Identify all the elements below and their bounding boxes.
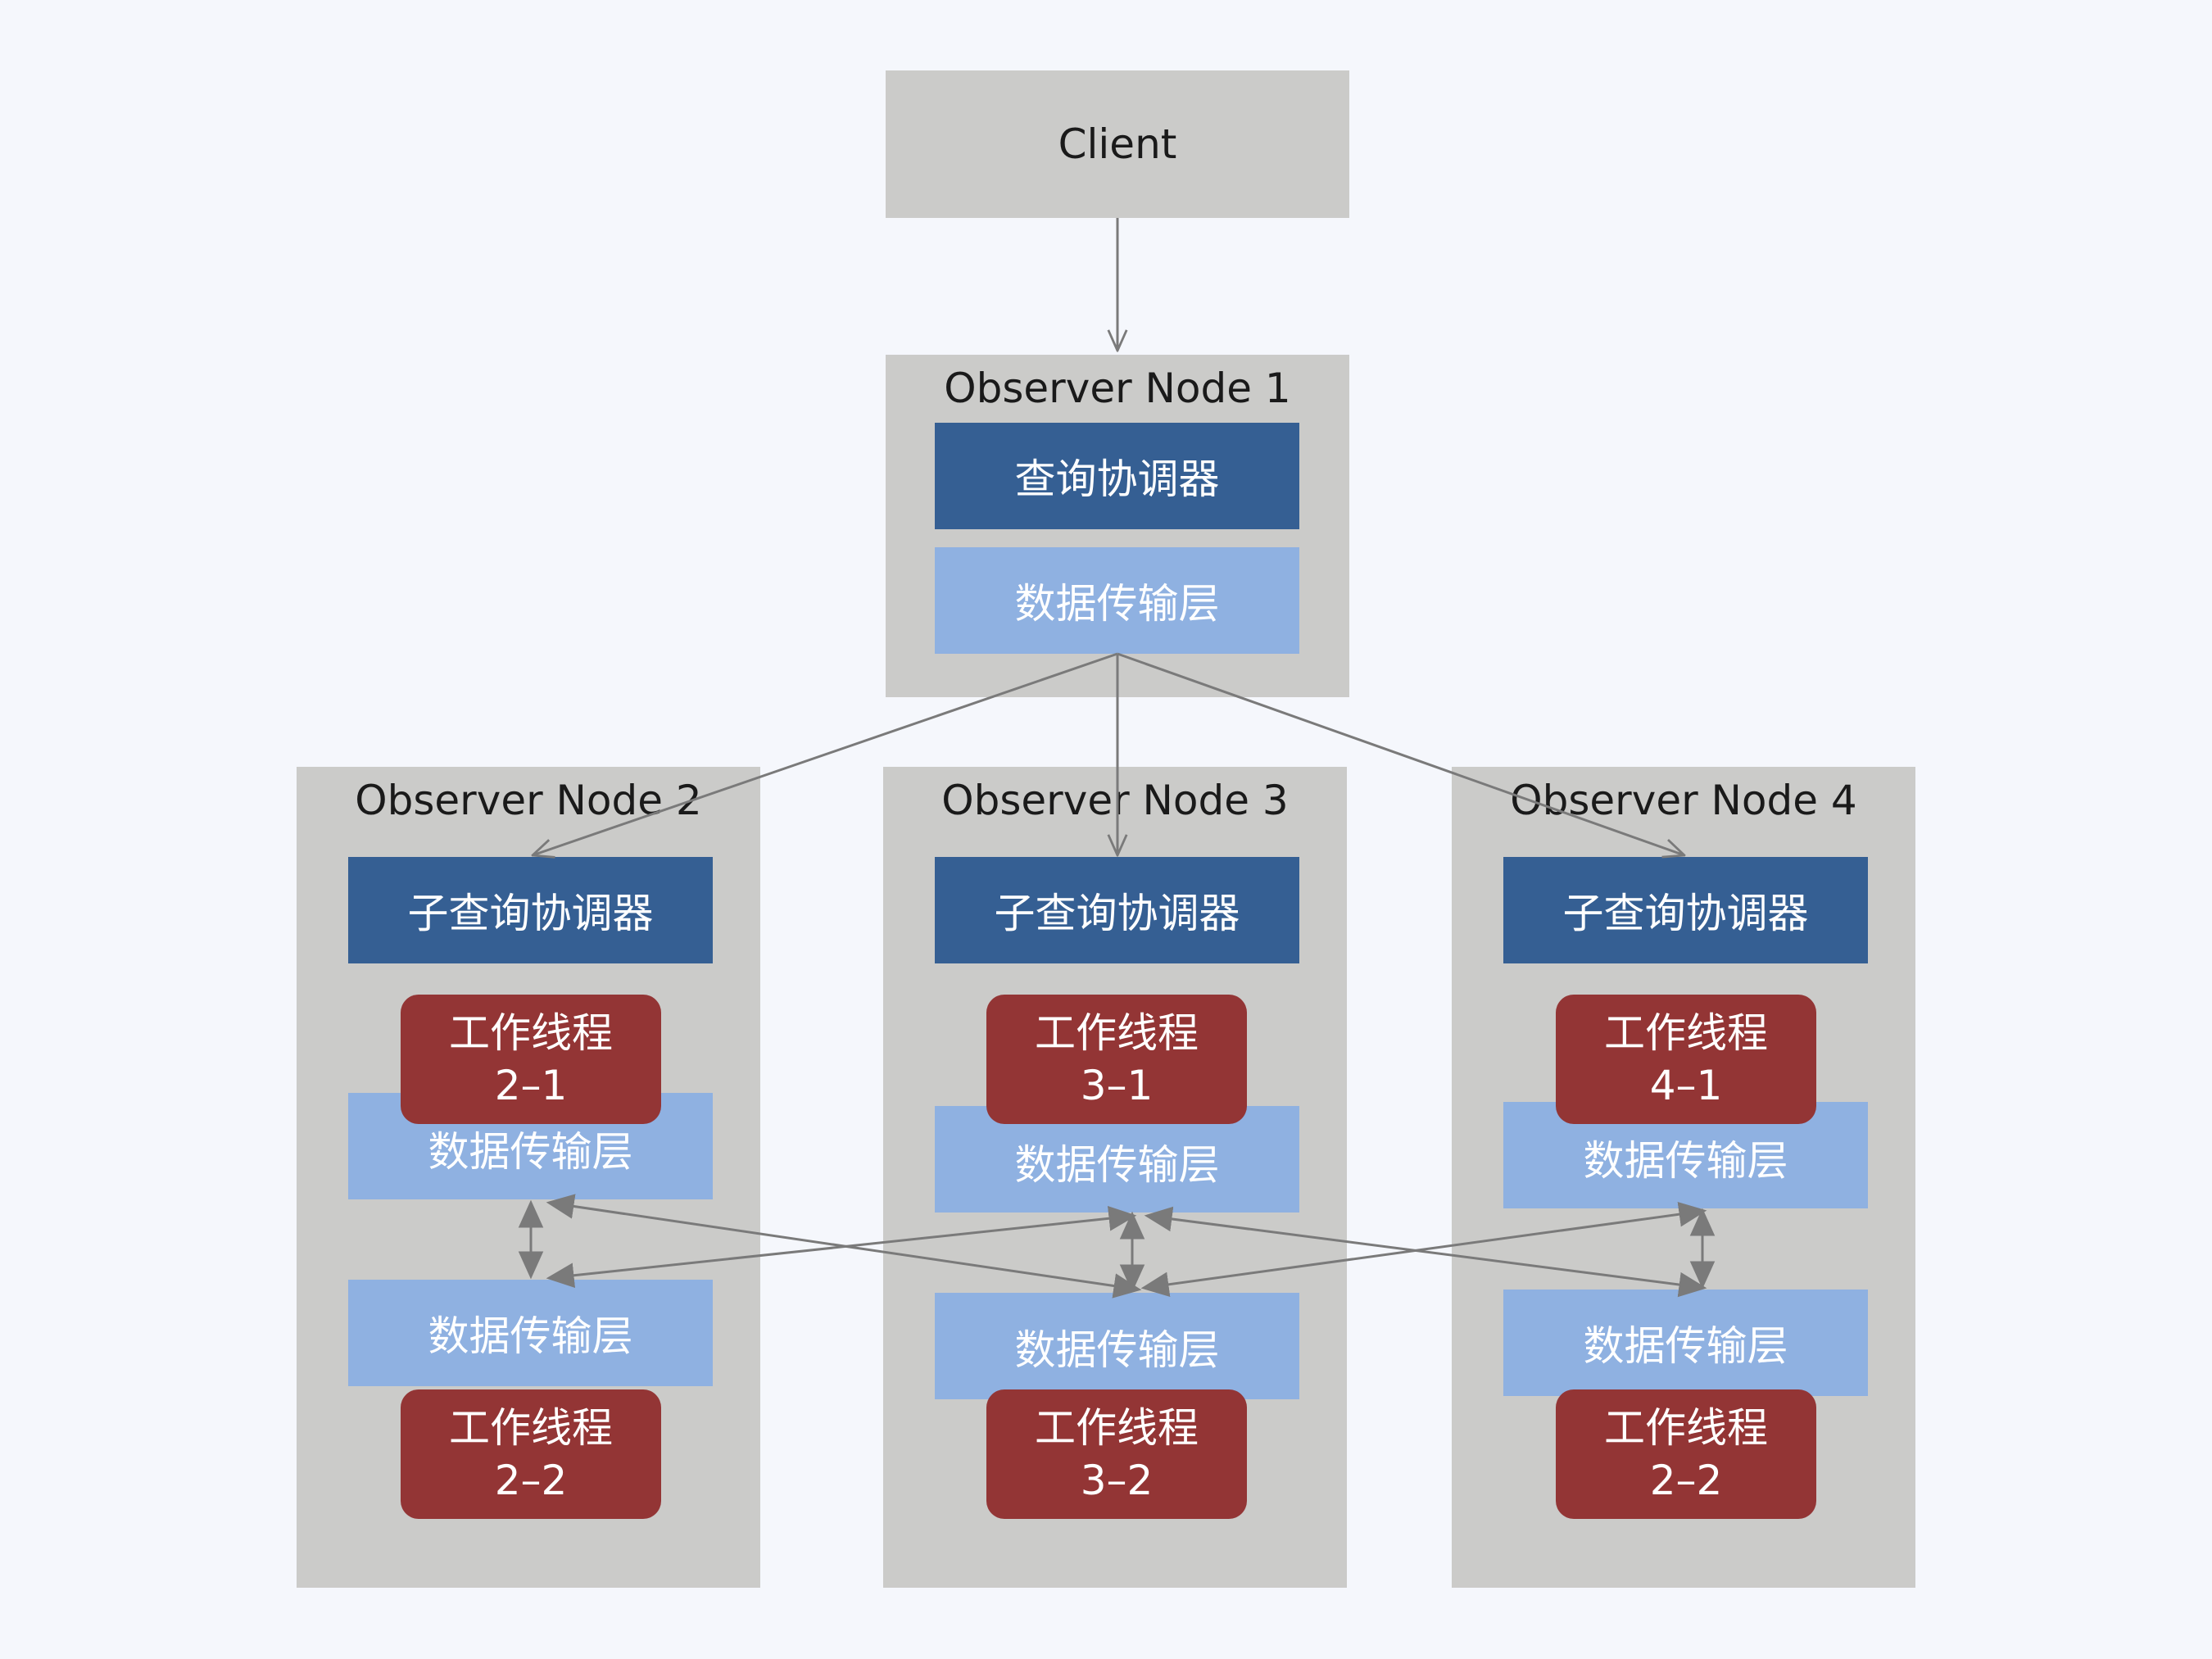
worker-thread-id: 2–2 [1649, 1457, 1723, 1504]
worker-thread[interactable]: 工作线程 2–2 [401, 1389, 661, 1519]
node-title: Observer Node 3 [941, 777, 1289, 824]
query-coordinator-label: 查询协调器 [1014, 456, 1220, 503]
client-box[interactable]: Client [886, 70, 1349, 218]
worker-thread-id: 2–2 [494, 1457, 568, 1504]
worker-thread-id: 2–1 [494, 1062, 568, 1109]
query-coordinator[interactable]: 查询协调器 [935, 423, 1299, 529]
worker-thread-label: 工作线程 [1604, 1009, 1768, 1057]
sub-query-coordinator[interactable]: 子查询协调器 [935, 857, 1299, 963]
sub-query-coordinator[interactable]: 子查询协调器 [348, 857, 713, 963]
sub-query-coordinator-label: 子查询协调器 [407, 890, 654, 937]
data-transport-layer[interactable]: 数据传输层 [935, 1293, 1299, 1399]
worker-thread-id: 4–1 [1649, 1062, 1723, 1109]
worker-thread[interactable]: 工作线程 2–2 [1556, 1389, 1816, 1519]
node-title: Observer Node 4 [1510, 777, 1857, 824]
sub-query-coordinator-label: 子查询协调器 [1562, 890, 1809, 937]
worker-thread-label: 工作线程 [449, 1009, 613, 1057]
data-transport-layer-label: 数据传输层 [1583, 1322, 1788, 1370]
node-title: Observer Node 2 [355, 777, 702, 824]
worker-thread[interactable]: 工作线程 3–2 [986, 1389, 1247, 1519]
data-transport-layer-label: 数据传输层 [1583, 1137, 1788, 1185]
worker-thread-label: 工作线程 [449, 1404, 613, 1452]
sub-query-coordinator[interactable]: 子查询协调器 [1503, 857, 1868, 963]
data-transport-layer[interactable]: 数据传输层 [935, 547, 1299, 654]
data-transport-layer[interactable]: 数据传输层 [1503, 1290, 1868, 1396]
worker-thread[interactable]: 工作线程 3–1 [986, 995, 1247, 1124]
worker-thread-label: 工作线程 [1035, 1404, 1199, 1452]
data-transport-layer-label: 数据传输层 [1014, 580, 1220, 628]
worker-thread[interactable]: 工作线程 2–1 [401, 995, 661, 1124]
client-label: Client [1058, 120, 1177, 168]
data-transport-layer-label: 数据传输层 [428, 1312, 633, 1360]
node-title: Observer Node 1 [944, 365, 1291, 412]
data-transport-layer[interactable]: 数据传输层 [348, 1280, 713, 1386]
data-transport-layer-label: 数据传输层 [1014, 1141, 1220, 1189]
worker-thread[interactable]: 工作线程 4–1 [1556, 995, 1816, 1124]
data-transport-layer-label: 数据传输层 [1014, 1326, 1220, 1374]
worker-thread-id: 3–1 [1080, 1062, 1154, 1109]
worker-thread-label: 工作线程 [1604, 1404, 1768, 1452]
worker-thread-label: 工作线程 [1035, 1009, 1199, 1057]
sub-query-coordinator-label: 子查询协调器 [994, 890, 1240, 937]
data-transport-layer-label: 数据传输层 [428, 1128, 633, 1176]
worker-thread-id: 3–2 [1080, 1457, 1154, 1504]
